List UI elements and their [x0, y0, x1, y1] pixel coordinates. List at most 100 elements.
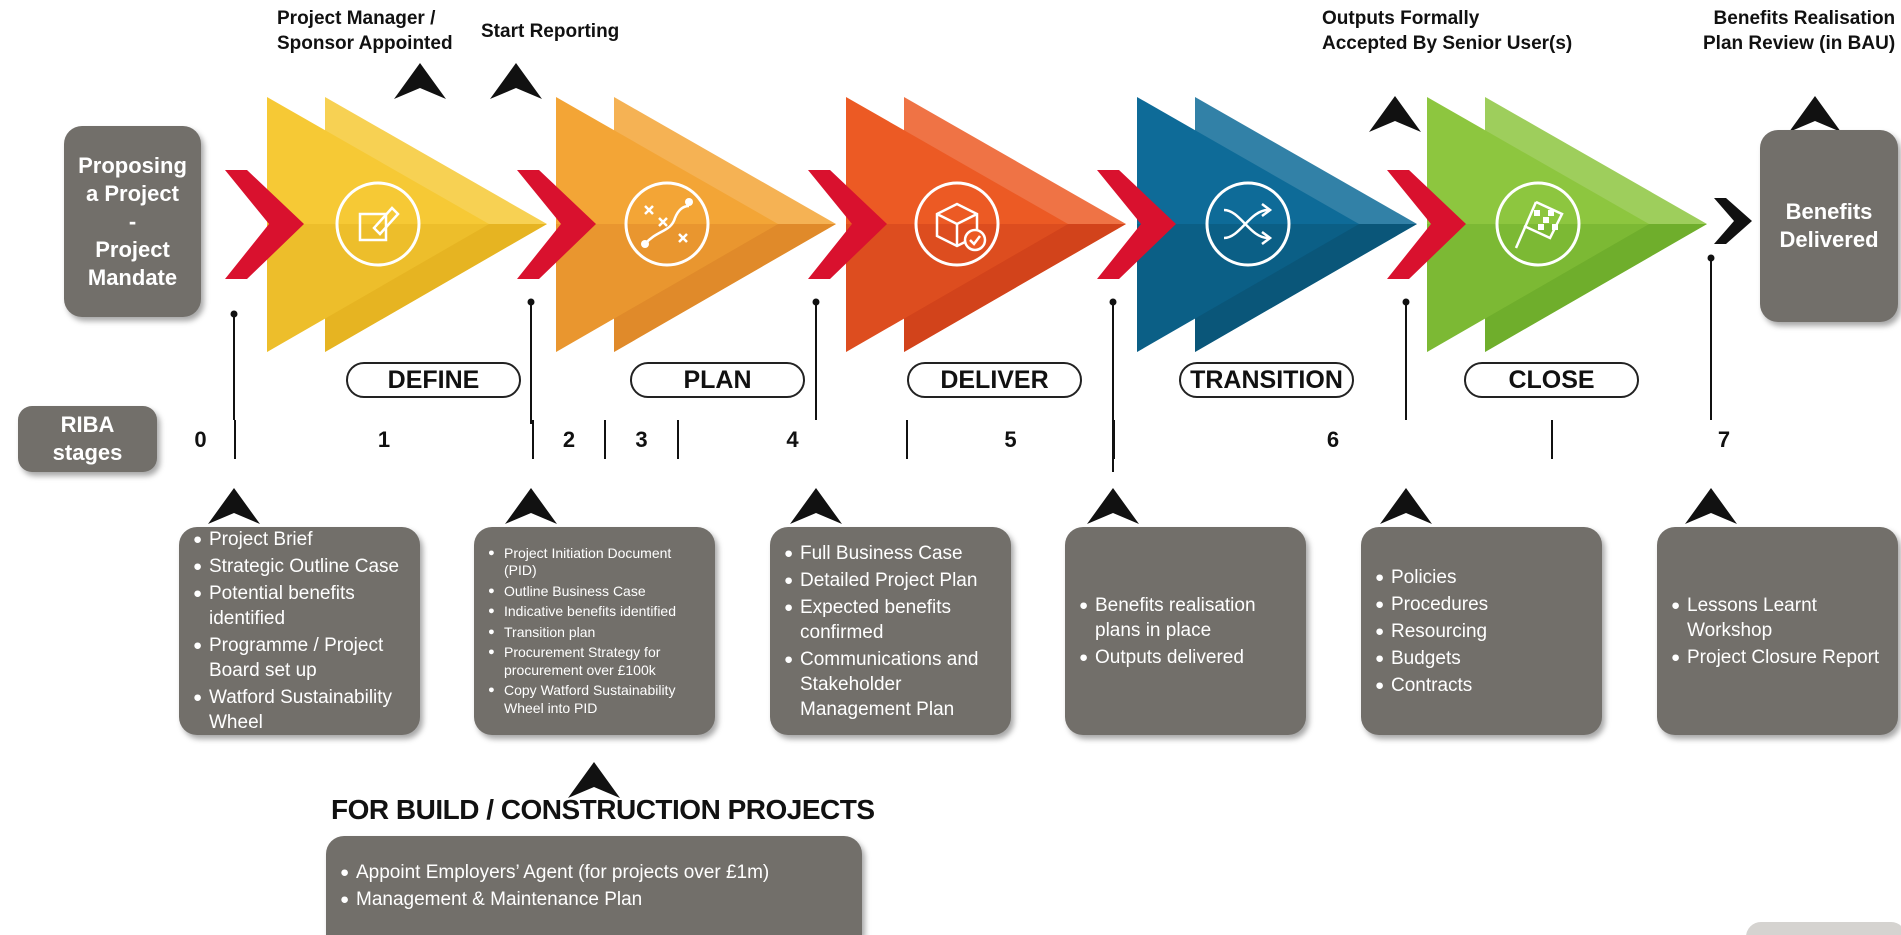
deliverable-item: Watford Sustainability Wheel [193, 685, 408, 735]
deliverable-item: Programme / Project Board set up [193, 633, 408, 683]
deliverable-item: Project Closure Report [1671, 645, 1886, 670]
annotation-line: Project Manager / [277, 8, 436, 29]
build-construction-box: Appoint Employers’ Agent (for projects o… [326, 836, 862, 935]
phase-arrow-plan [556, 97, 836, 352]
phase-label: PLAN [683, 365, 752, 394]
triangle-marker-icon [505, 488, 557, 524]
riba-stage-number: 2 [562, 426, 576, 452]
riba-label-line: RIBA [60, 412, 115, 437]
deliverable-item: Detailed Project Plan [784, 568, 999, 593]
annotation-benefits-review: Benefits Realisation Plan Review (in BAU… [1703, 6, 1895, 56]
riba-stage-7: 7 [1551, 420, 1895, 459]
phase-arrow-front-shade [556, 224, 778, 352]
milestone-dot [812, 298, 820, 306]
annotation-pm-sponsor: Project Manager / Sponsor Appointed [277, 6, 453, 56]
strategy-play-icon [624, 181, 710, 267]
build-construction-heading: FOR BUILD / CONSTRUCTION PROJECTS [331, 794, 875, 825]
deliverable-item: Transition plan [488, 624, 703, 642]
start-box-line: Project [95, 236, 170, 262]
red-chevron-4 [1387, 170, 1466, 279]
annotation-line: Start Reporting [481, 21, 620, 42]
riba-stage-bar: 0 1 2 3 4 5 6 7 [167, 420, 1895, 459]
annotation-line: Sponsor Appointed [277, 33, 453, 54]
deliverable-item: Project Brief [193, 527, 408, 552]
riba-stage-number: 4 [786, 426, 799, 452]
triangle-marker-icon [1369, 96, 1421, 132]
riba-stage-2: 2 [532, 420, 604, 459]
riba-stage-0: 0 [167, 420, 234, 459]
annotation-line: Accepted By Senior User(s) [1322, 33, 1573, 54]
shuffle-icon [1205, 181, 1291, 267]
deliverable-item: Lessons Learnt Workshop [1671, 593, 1886, 643]
triangle-marker-icon [1380, 488, 1432, 524]
riba-stages-label: RIBA stages [18, 406, 157, 472]
triangle-marker-icon [1087, 488, 1139, 524]
define-deliverables-box: Project Brief Strategic Outline Case Pot… [179, 527, 420, 735]
phase-label: CLOSE [1508, 365, 1595, 394]
deliver-deliverables-box: Benefits realisation plans in place Outp… [1065, 527, 1306, 735]
phase-arrow-front-shade [846, 224, 1068, 352]
start-box-line: a Project [86, 180, 179, 206]
deliverable-item: Budgets [1375, 646, 1590, 671]
phase-label: DELIVER [940, 365, 1049, 394]
start-box-line: - [128, 208, 137, 234]
red-chevron-2 [808, 170, 887, 279]
deliverable-item: Indicative benefits identified [488, 603, 703, 621]
checkered-flag-icon [1495, 181, 1581, 267]
milestone-dot [1109, 298, 1117, 306]
triangle-marker-icon [1685, 488, 1737, 524]
proposing-project-box: Proposing a Project - Project Mandate [64, 126, 201, 317]
phase-pill-deliver: DELIVER [907, 362, 1082, 398]
riba-stage-6: 6 [1113, 420, 1551, 459]
deliverable-item: Full Business Case [784, 541, 999, 566]
milestone-dot [527, 298, 535, 306]
riba-stage-number: 7 [1717, 426, 1731, 452]
riba-stage-number: 0 [194, 426, 207, 452]
deliverable-item: Outline Business Case [488, 583, 703, 601]
triangle-marker-icon [790, 488, 842, 524]
build-item: Management & Maintenance Plan [340, 887, 850, 912]
riba-stage-number: 5 [1004, 426, 1017, 452]
phase-arrow-deliver [846, 97, 1126, 352]
start-box-line: Proposing [78, 152, 187, 178]
annotation-line: Plan Review (in BAU) [1703, 33, 1896, 54]
milestone-dot [1402, 298, 1410, 306]
edit-square-icon [335, 181, 421, 267]
deliverable-item: Resourcing [1375, 619, 1590, 644]
transition-deliverables-box: Policies Procedures Resourcing Budgets C… [1361, 527, 1602, 735]
deliverable-item: Contracts [1375, 673, 1590, 698]
annotation-outputs-accepted: Outputs Formally Accepted By Senior User… [1322, 6, 1572, 56]
end-box-line: Benefits [1785, 199, 1873, 224]
deliverable-item: Communications and Stakeholder Managemen… [784, 647, 999, 722]
black-chevron [1714, 198, 1752, 244]
phase-arrow-define [267, 97, 547, 352]
partial-corner-box [1746, 922, 1901, 935]
phase-pill-transition: TRANSITION [1179, 362, 1354, 398]
package-check-icon [914, 181, 1000, 267]
plan-initiation-deliverables-box: Project Initiation Document (PID) Outlin… [474, 527, 715, 735]
plan-deliverables-box: Full Business Case Detailed Project Plan… [770, 527, 1011, 735]
deliverable-item: Copy Watford Sustainability Wheel into P… [488, 682, 703, 717]
annotation-line: Outputs Formally [1322, 8, 1480, 29]
phase-label: TRANSITION [1190, 365, 1343, 394]
deliverable-item: Procedures [1375, 592, 1590, 617]
red-chevron-0 [225, 170, 304, 279]
deliverable-item: Project Initiation Document (PID) [488, 545, 703, 580]
deliverable-item: Expected benefits confirmed [784, 595, 999, 645]
phase-arrow-transition [1137, 97, 1417, 352]
build-item: Appoint Employers’ Agent (for projects o… [340, 860, 850, 885]
phase-arrow-front-shade [1427, 224, 1649, 352]
riba-label-line: stages [52, 440, 123, 465]
deliverable-item: Policies [1375, 565, 1590, 590]
phase-arrow-close [1427, 97, 1707, 352]
annotation-start-reporting: Start Reporting [481, 19, 619, 44]
red-chevron-1 [517, 170, 596, 279]
riba-stage-number: 3 [635, 426, 648, 452]
phase-pill-define: DEFINE [346, 362, 521, 398]
deliverable-item: Strategic Outline Case [193, 554, 408, 579]
phase-pill-plan: PLAN [630, 362, 805, 398]
phase-pill-close: CLOSE [1464, 362, 1639, 398]
annotation-line: Benefits Realisation [1713, 8, 1896, 29]
triangle-marker-icon [208, 488, 260, 524]
